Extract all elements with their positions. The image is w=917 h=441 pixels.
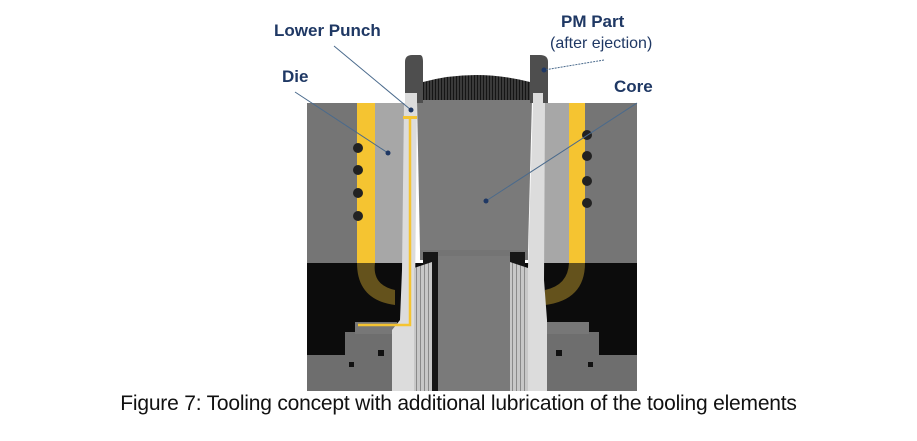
pm-part <box>405 55 548 103</box>
lubrication-line <box>358 116 412 327</box>
label-core: Core <box>614 77 653 96</box>
die-left <box>307 103 407 263</box>
leader-lines <box>294 45 638 202</box>
lower-punch-left <box>358 103 417 391</box>
core <box>414 100 532 391</box>
label-pm-part: PM Part <box>561 12 625 31</box>
label-die: Die <box>282 67 308 86</box>
lubrication-channel-left <box>357 103 375 263</box>
figure-caption: Figure 7: Tooling concept with additiona… <box>120 392 797 415</box>
label-lower-punch: Lower Punch <box>274 21 381 40</box>
die-right <box>540 103 637 263</box>
label-pm-part-sub: (after ejection) <box>550 35 652 52</box>
lubrication-channel-right <box>569 103 585 263</box>
leader-dots <box>385 67 547 204</box>
lower-punch-right <box>525 103 547 391</box>
